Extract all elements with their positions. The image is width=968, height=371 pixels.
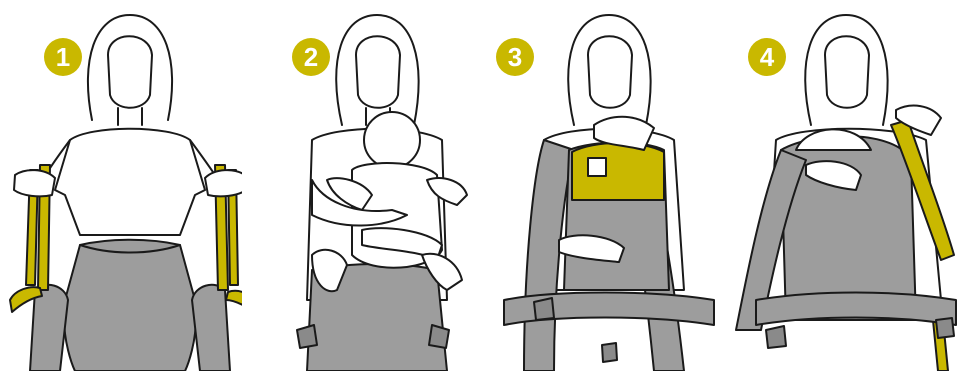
- step-1-illustration: [0, 0, 242, 371]
- step-2-illustration: [242, 0, 484, 371]
- step-number-badge: 3: [496, 38, 534, 76]
- step-number-badge: 1: [44, 38, 82, 76]
- step-number-label: 4: [760, 42, 774, 73]
- step-number-label: 1: [56, 42, 70, 73]
- step-number-badge: 4: [748, 38, 786, 76]
- step-number-badge: 2: [292, 38, 330, 76]
- step-number-label: 2: [304, 42, 318, 73]
- step-number-label: 3: [508, 42, 522, 73]
- step-2-panel: 2: [242, 0, 484, 371]
- step-3-panel: 3: [484, 0, 726, 371]
- step-1-panel: 1: [0, 0, 242, 371]
- step-4-panel: 4: [726, 0, 968, 371]
